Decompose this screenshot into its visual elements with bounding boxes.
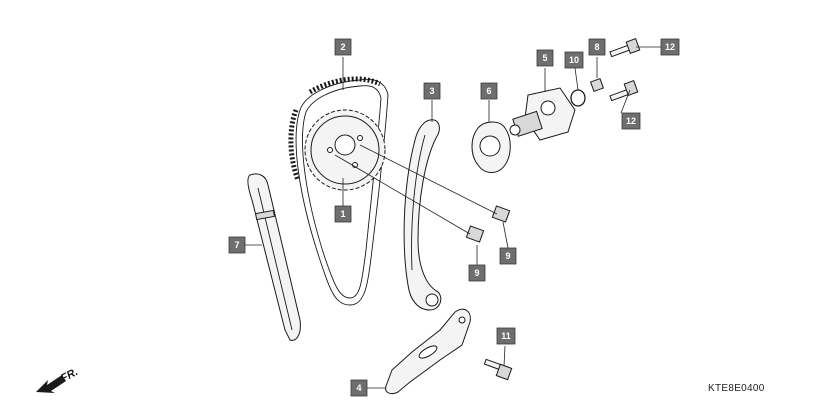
part-label-9-left: 9 bbox=[468, 264, 486, 282]
svg-text:5: 5 bbox=[542, 53, 547, 63]
part-label-2: 2 bbox=[334, 38, 352, 56]
tensioner-bracket bbox=[385, 308, 471, 395]
flange-bolt-lower bbox=[609, 80, 639, 102]
front-direction-label: FR. bbox=[59, 366, 80, 385]
part-label-11: 11 bbox=[496, 327, 516, 345]
part-label-4: 4 bbox=[350, 379, 368, 397]
part-label-12-lower: 12 bbox=[621, 112, 641, 130]
part-label-1: 1 bbox=[334, 205, 352, 223]
cam-chain bbox=[288, 76, 389, 306]
svg-text:10: 10 bbox=[569, 55, 579, 65]
svg-text:12: 12 bbox=[626, 116, 636, 126]
svg-text:1: 1 bbox=[340, 209, 345, 219]
svg-text:11: 11 bbox=[501, 331, 511, 341]
svg-text:3: 3 bbox=[429, 86, 434, 96]
svg-text:9: 9 bbox=[474, 268, 479, 278]
part-label-9-right: 9 bbox=[499, 247, 517, 265]
front-direction-arrow: FR. bbox=[36, 366, 80, 393]
part-label-12-upper: 12 bbox=[660, 38, 680, 56]
cam-chain-tensioner-lifter bbox=[509, 87, 576, 141]
part-label-10: 10 bbox=[564, 51, 584, 69]
part-label-6: 6 bbox=[480, 82, 498, 100]
part-label-8: 8 bbox=[588, 38, 606, 56]
o-ring bbox=[570, 89, 586, 107]
cam-sprocket bbox=[304, 109, 386, 191]
svg-text:8: 8 bbox=[594, 42, 599, 52]
part-label-5: 5 bbox=[536, 49, 554, 67]
part-label-3: 3 bbox=[423, 82, 441, 100]
leader-lines bbox=[245, 46, 661, 389]
diagram-code: KTE8E0400 bbox=[708, 383, 765, 394]
sprocket-bolt-right bbox=[491, 205, 511, 223]
svg-text:6: 6 bbox=[486, 86, 491, 96]
svg-text:9: 9 bbox=[505, 251, 510, 261]
tensioner-gasket bbox=[471, 121, 511, 173]
svg-text:7: 7 bbox=[234, 240, 239, 250]
flange-bolt-upper bbox=[609, 38, 641, 58]
svg-text:2: 2 bbox=[340, 42, 345, 52]
sealing-bolt bbox=[589, 77, 605, 93]
cam-chain-tensioner-slipper bbox=[403, 119, 442, 311]
part-label-7: 7 bbox=[228, 236, 246, 254]
bracket-bolt bbox=[483, 358, 513, 381]
svg-text:12: 12 bbox=[665, 42, 675, 52]
sprocket-bolt-left bbox=[465, 225, 485, 243]
cam-chain-guide bbox=[247, 173, 301, 341]
svg-text:4: 4 bbox=[356, 383, 361, 393]
